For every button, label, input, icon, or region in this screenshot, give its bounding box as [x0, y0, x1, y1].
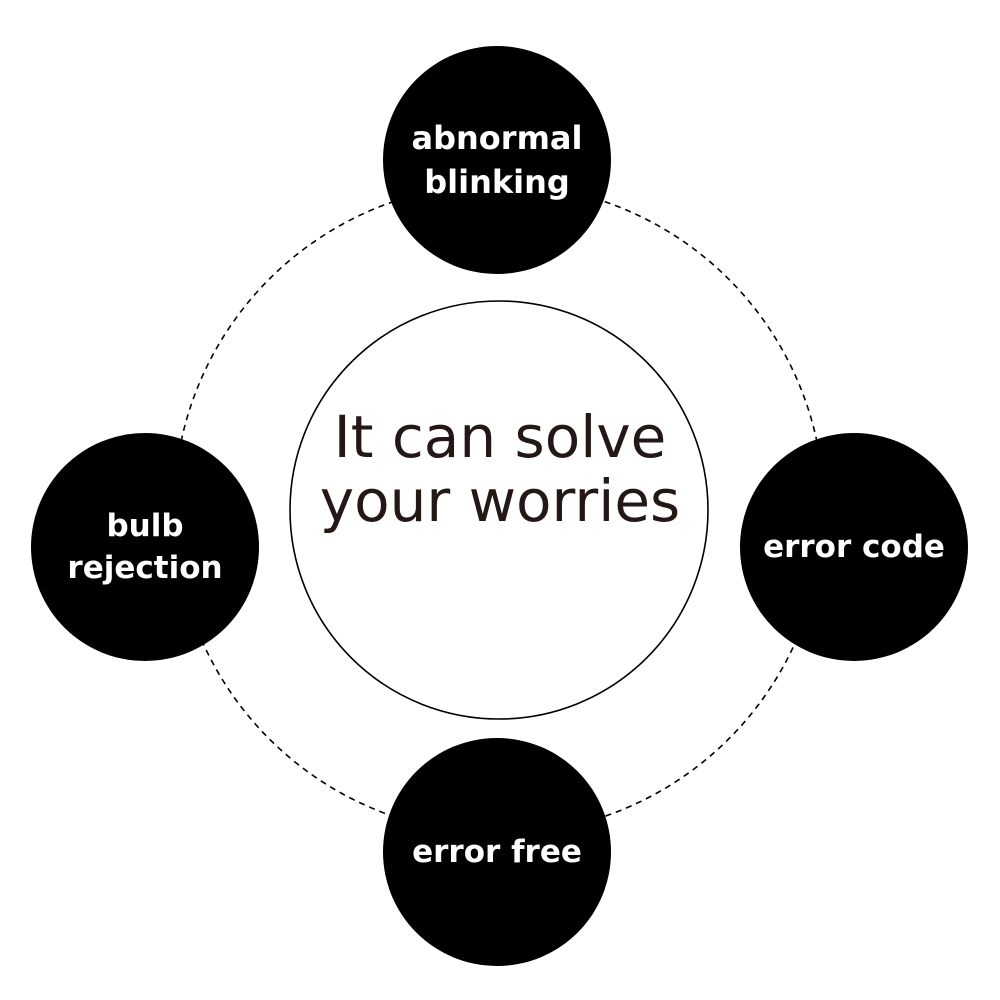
center-label-line1: It can solve — [333, 403, 667, 471]
node-label-line1: bulb — [106, 508, 184, 544]
center-label: It can solve your worries — [300, 405, 700, 533]
node-label-line1: abnormal — [411, 119, 583, 157]
node-label-line2: rejection — [67, 550, 223, 586]
node-label-line1: error code — [763, 529, 945, 565]
node-error-free: error free — [383, 738, 611, 966]
center-label-line2: your worries — [319, 467, 681, 535]
node-abnormal-blinking: abnormal blinking — [383, 46, 611, 274]
node-label-line2: blinking — [424, 163, 570, 201]
node-bulb-rejection: bulb rejection — [31, 433, 259, 661]
center-circle — [289, 300, 709, 720]
node-label-line1: error free — [412, 834, 582, 870]
node-error-code: error code — [740, 433, 968, 661]
